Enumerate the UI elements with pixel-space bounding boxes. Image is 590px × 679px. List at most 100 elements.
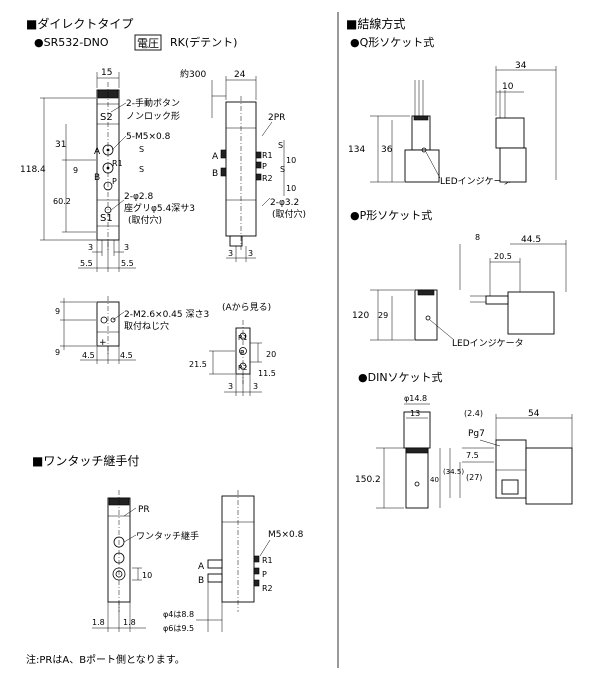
dim-20: 20 (266, 350, 276, 359)
p-socket-front (414, 289, 438, 341)
label-r1-a: R1 (238, 334, 247, 342)
one-touch-od4: φ4は8.8 (163, 610, 194, 619)
side-view (220, 96, 262, 250)
dim-cable-300: 約300 (180, 68, 206, 80)
dim-5-5-left: 5.5 (80, 259, 93, 268)
dim-3-left: 3 (88, 243, 93, 252)
rk-detent-label: RK(デテント) (170, 35, 237, 49)
label-s-front-2: S (139, 165, 144, 174)
label-p-side: P (262, 162, 267, 171)
p-dim-29: 29 (378, 311, 388, 320)
dim-3-right: 3 (124, 243, 129, 252)
callout-view-from-a: (Aから見る) (222, 302, 271, 313)
dim-1-8-left: 1.8 (92, 618, 105, 627)
dim-depth-24: 24 (234, 70, 246, 80)
label-p-a: P (240, 349, 244, 357)
dim-1-8-right: 1.8 (123, 618, 136, 627)
label-b-front: B (94, 173, 100, 183)
footnote: 注:PRはA、Bポート側となります。 (26, 653, 185, 666)
one-touch-b: B (198, 576, 204, 586)
callout-manual-button: 2-手動ボタン (126, 97, 180, 109)
p-dim-44-5: 44.5 (521, 235, 541, 245)
callout-counterbore: 座グリφ5.4深サ3 (124, 202, 195, 214)
q-led-indicator: LEDインジケータ (440, 176, 512, 187)
direct-type-title: ■ダイレクトタイプ (26, 16, 133, 31)
p-socket-side (470, 291, 555, 335)
label-s-front-1: S (139, 145, 144, 154)
front-view (96, 82, 120, 250)
callout-hole-2-8: 2-φ2.8 (124, 192, 153, 202)
din-dim-34-5: (34.5) (443, 468, 464, 476)
dim-3-side-right: 3 (248, 249, 253, 258)
label-b-side: B (212, 169, 218, 179)
dim-10-side-2: 10 (286, 184, 296, 193)
din-socket-title: ●DINソケット式 (358, 371, 443, 384)
voltage-label: 電圧 (137, 37, 159, 50)
din-dim-7-5: 7.5 (466, 451, 479, 460)
din-dim-13: 13 (410, 409, 420, 418)
label-r1-side: R1 (262, 151, 273, 160)
p-dim-120: 120 (352, 311, 369, 321)
one-touch-a: A (198, 562, 205, 572)
callout-non-lock: ノンロック形 (126, 110, 180, 122)
one-touch-side-view (207, 490, 260, 612)
label-r2-a: R2 (238, 364, 247, 372)
label-p-front: P (112, 177, 117, 186)
label-a-side: A (212, 152, 219, 162)
voltage-box (134, 34, 162, 51)
din-dim-14-8: φ14.8 (404, 394, 427, 403)
dim-10-one-touch: 10 (142, 571, 152, 580)
dim-3-a-left: 3 (228, 382, 233, 391)
din-dim-150-2: 150.2 (355, 475, 381, 485)
callout-mount-hole-2: (取付穴) (272, 208, 306, 220)
one-touch-p: P (262, 570, 267, 579)
dim-21-5: 21.5 (189, 360, 207, 369)
q-socket-side (495, 90, 527, 183)
callout-mount-screw: 取付ねじ穴 (124, 320, 169, 332)
one-touch-r2: R2 (262, 584, 273, 593)
label-2pr: 2PR (268, 113, 285, 123)
dim-10-side-1: 10 (286, 156, 296, 165)
p-socket-title: ●P形ソケット式 (350, 209, 432, 222)
one-touch-pr: PR (138, 505, 150, 515)
model-number: ●SR532-DNO (34, 36, 109, 49)
dim-60-2: 60.2 (53, 197, 71, 206)
one-touch-title: ■ワンタッチ継手付 (32, 453, 139, 468)
callout-hole-3-2: 2-φ3.2 (270, 198, 299, 208)
dim-4-5-left: 4.5 (82, 351, 95, 360)
dim-11-5: 11.5 (258, 369, 276, 378)
one-touch-r1: R1 (262, 556, 273, 565)
label-s2: S2 (100, 112, 113, 123)
dim-9-bottom-2: 9 (55, 348, 60, 357)
din-dim-54: 54 (528, 409, 540, 419)
dim-3-a-right: 3 (253, 382, 258, 391)
label-s-side-1: S (278, 141, 283, 150)
dim-height-118-4: 118.4 (20, 165, 46, 175)
dim-width-15: 15 (101, 68, 112, 78)
dim-4-5-right: 4.5 (120, 351, 133, 360)
one-touch-od6: φ6は9.5 (163, 624, 194, 633)
label-s-side-2: S (280, 165, 285, 174)
label-plus: + (99, 338, 107, 348)
label-r2-side: R2 (262, 174, 273, 183)
dim-3-side-left: 3 (228, 249, 233, 258)
din-dim-2-4: (2.4) (464, 409, 483, 418)
p-led-indicator: LEDインジケータ (452, 338, 524, 349)
wiring-title: ■結線方式 (346, 16, 405, 31)
one-touch-m5: M5×0.8 (268, 530, 304, 540)
callout-m2-6: 2-M2.6×0.45 深さ3 (124, 309, 209, 320)
q-dim-134: 134 (348, 145, 365, 155)
dim-31: 31 (55, 140, 66, 150)
din-dim-27: (27) (466, 473, 482, 482)
label-r-front: R1 (112, 159, 123, 168)
q-dim-36: 36 (381, 145, 393, 155)
view-from-a (235, 320, 251, 384)
callout-mount-hole: (取付穴) (128, 214, 162, 226)
p-dim-8: 8 (475, 233, 480, 242)
callout-m5-ports: 5-M5×0.8 (126, 132, 171, 142)
p-dim-20-5: 20.5 (494, 252, 512, 261)
din-pg7: Pg7 (468, 429, 485, 439)
din-socket-front (403, 411, 431, 509)
label-a-front: A (94, 147, 101, 157)
